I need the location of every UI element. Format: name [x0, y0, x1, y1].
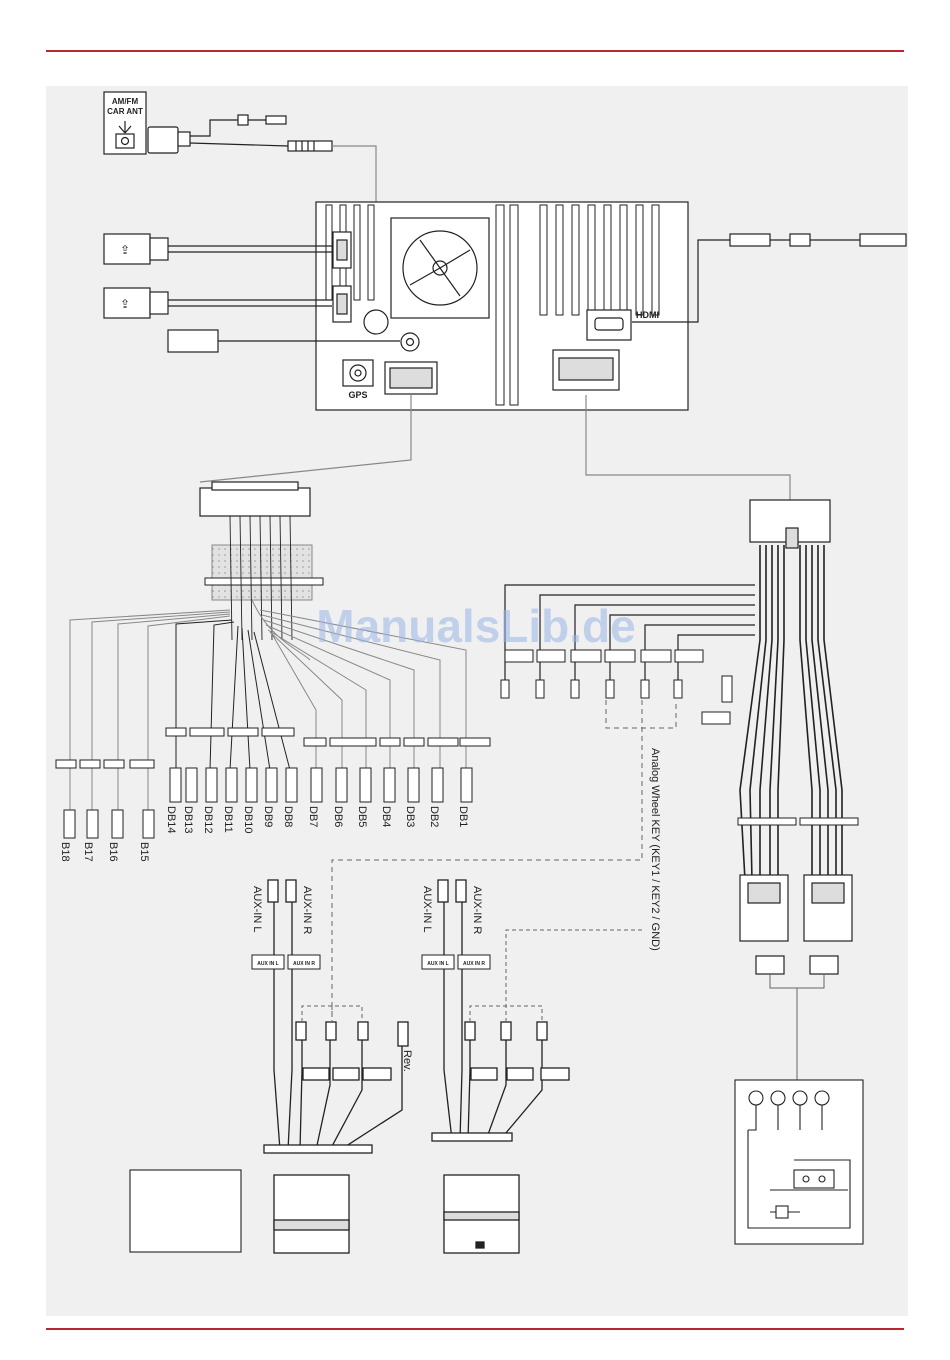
aux-2-tag-r-text: AUX IN R [463, 961, 485, 967]
aux-1-tag-l-text: AUX IN L [257, 961, 278, 967]
svg-text:⇪: ⇪ [120, 243, 130, 257]
analog-wheel-key-label: Analog Wheel KEY (KEY1 / KEY2 / GND) [649, 748, 661, 951]
b18-label: B18 [59, 842, 71, 862]
antenna-label-line2: CAR ANT [107, 107, 143, 116]
db4-label: DB4 [380, 806, 392, 827]
db10-label: DB10 [242, 806, 254, 834]
harness-left-wires [176, 620, 290, 770]
usb-cable-1: ⇪ [104, 234, 332, 264]
hdmi-label: HDMI [636, 310, 659, 320]
gps-label: GPS [348, 390, 367, 400]
key-pin-plugs [501, 676, 732, 702]
aux-harness-2 [432, 880, 569, 1253]
watermark: ManualsLib.de [316, 600, 635, 652]
db-label-tags [56, 728, 490, 768]
harness-link-right [586, 395, 790, 500]
b17-label: B17 [82, 842, 94, 862]
db9-label: DB9 [262, 806, 274, 827]
aux-2-l-label: AUX-IN L [421, 886, 433, 932]
extension-harness-plug [750, 500, 830, 548]
db14-label: DB14 [165, 806, 177, 834]
extension-harness-wires [740, 545, 842, 880]
db8-label: DB8 [282, 806, 294, 827]
aux-2-r-label: AUX-IN R [471, 886, 483, 934]
aux-1-r-label: AUX-IN R [301, 886, 313, 934]
db11-label: DB11 [222, 806, 234, 833]
gps-socket [343, 360, 373, 386]
aux-2-dashed [470, 930, 642, 1022]
db5-label: DB5 [356, 806, 368, 827]
db1-label: DB1 [457, 806, 469, 827]
aux-harness-1 [264, 880, 408, 1253]
svg-text:⇪: ⇪ [120, 297, 130, 311]
speaker-schematic [735, 1080, 863, 1244]
b15-label: B15 [138, 842, 150, 862]
db7-label: DB7 [307, 806, 319, 827]
extension-cable-tie [738, 818, 796, 825]
rev-label: Rev. [401, 1050, 413, 1072]
db3-label: DB3 [404, 806, 416, 827]
extension-harness-socket [553, 350, 619, 390]
db-rca-plugs [170, 768, 472, 802]
harness-cable-tie [205, 578, 323, 585]
db6-label: DB6 [332, 806, 344, 827]
usb-port-1 [333, 232, 351, 268]
db13-label: DB13 [182, 806, 194, 834]
main-harness-socket [385, 362, 437, 394]
aux-1-dashed [302, 1006, 362, 1022]
hdmi-socket [587, 310, 631, 340]
usb-port-2 [333, 286, 351, 322]
db12-label: DB12 [202, 806, 214, 834]
b-plugs [64, 810, 154, 838]
antenna-socket [364, 310, 388, 334]
empty-frame [130, 1170, 241, 1252]
extension-cable-tie-2 [800, 818, 858, 825]
usb-cable-2: ⇪ [104, 288, 332, 318]
aux-1-tag-r-text: AUX IN R [293, 961, 315, 967]
av-jack [401, 333, 419, 351]
analog-key-dashed [332, 700, 676, 1030]
harness-shrink-sleeve [212, 545, 312, 600]
aux-2-tag-l-text: AUX IN L [427, 961, 448, 967]
speaker-link [770, 974, 824, 1080]
antenna-label-line1: AM/FM [112, 97, 139, 106]
db2-label: DB2 [428, 806, 440, 827]
speaker-plugs [740, 875, 852, 974]
main-harness-plug [200, 482, 310, 516]
aux-1-l-label: AUX-IN L [251, 886, 263, 932]
b16-label: B16 [107, 842, 119, 862]
